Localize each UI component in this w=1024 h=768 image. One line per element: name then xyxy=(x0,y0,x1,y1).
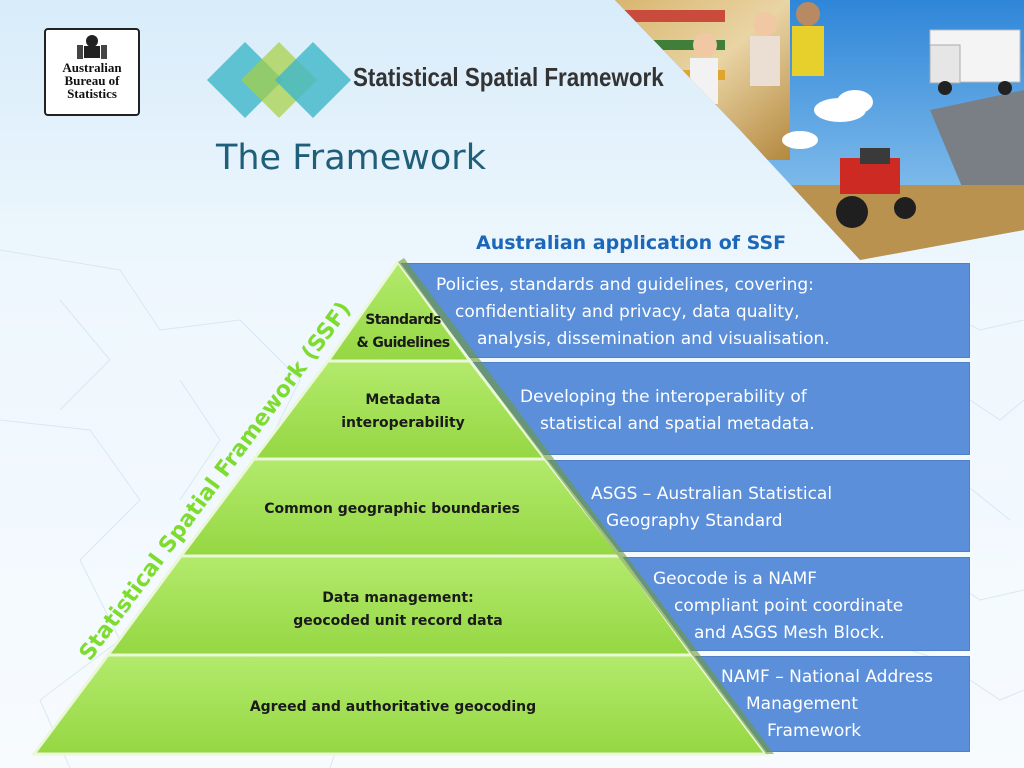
logo-text-line: Australian xyxy=(62,60,122,75)
logo-text-line: Bureau of xyxy=(64,73,120,88)
coat-of-arms-icon xyxy=(77,35,107,59)
tier-label-metadata: Metadata interoperability xyxy=(341,392,465,431)
abs-logo: Australian Bureau of Statistics xyxy=(44,28,140,116)
tier-description-geocoding: NAMF – National Address Management Frame… xyxy=(721,667,934,741)
tier-description-boundaries: ASGS – Australian Statistical Geography … xyxy=(591,484,833,531)
ssf-title: Statistical Spatial Framework xyxy=(353,62,664,92)
tier-description-metadata: Developing the interoperability of stati… xyxy=(520,387,815,434)
logo-text-line: Statistics xyxy=(67,86,117,101)
tier-description-standards: Policies, standards and guidelines, cove… xyxy=(436,275,830,349)
description-panel-metadata xyxy=(470,362,970,455)
tier-description-data-management: Geocode is a NAMF compliant point coordi… xyxy=(653,569,904,643)
page-title: The Framework xyxy=(216,138,486,178)
tier-label-data-management: Data management: geocoded unit record da… xyxy=(293,590,503,629)
diagram-heading: Australian application of SSF xyxy=(476,232,787,254)
description-panel-boundaries xyxy=(545,460,970,552)
tier-label-boundaries: Common geographic boundaries xyxy=(264,501,520,517)
ssf-diamond-logo-icon xyxy=(207,42,351,118)
tier-label-standards: Standards & Guidelines xyxy=(356,312,450,351)
tier-label-geocoding: Agreed and authoritative geocoding xyxy=(249,699,537,715)
description-panel-standards xyxy=(398,263,970,358)
